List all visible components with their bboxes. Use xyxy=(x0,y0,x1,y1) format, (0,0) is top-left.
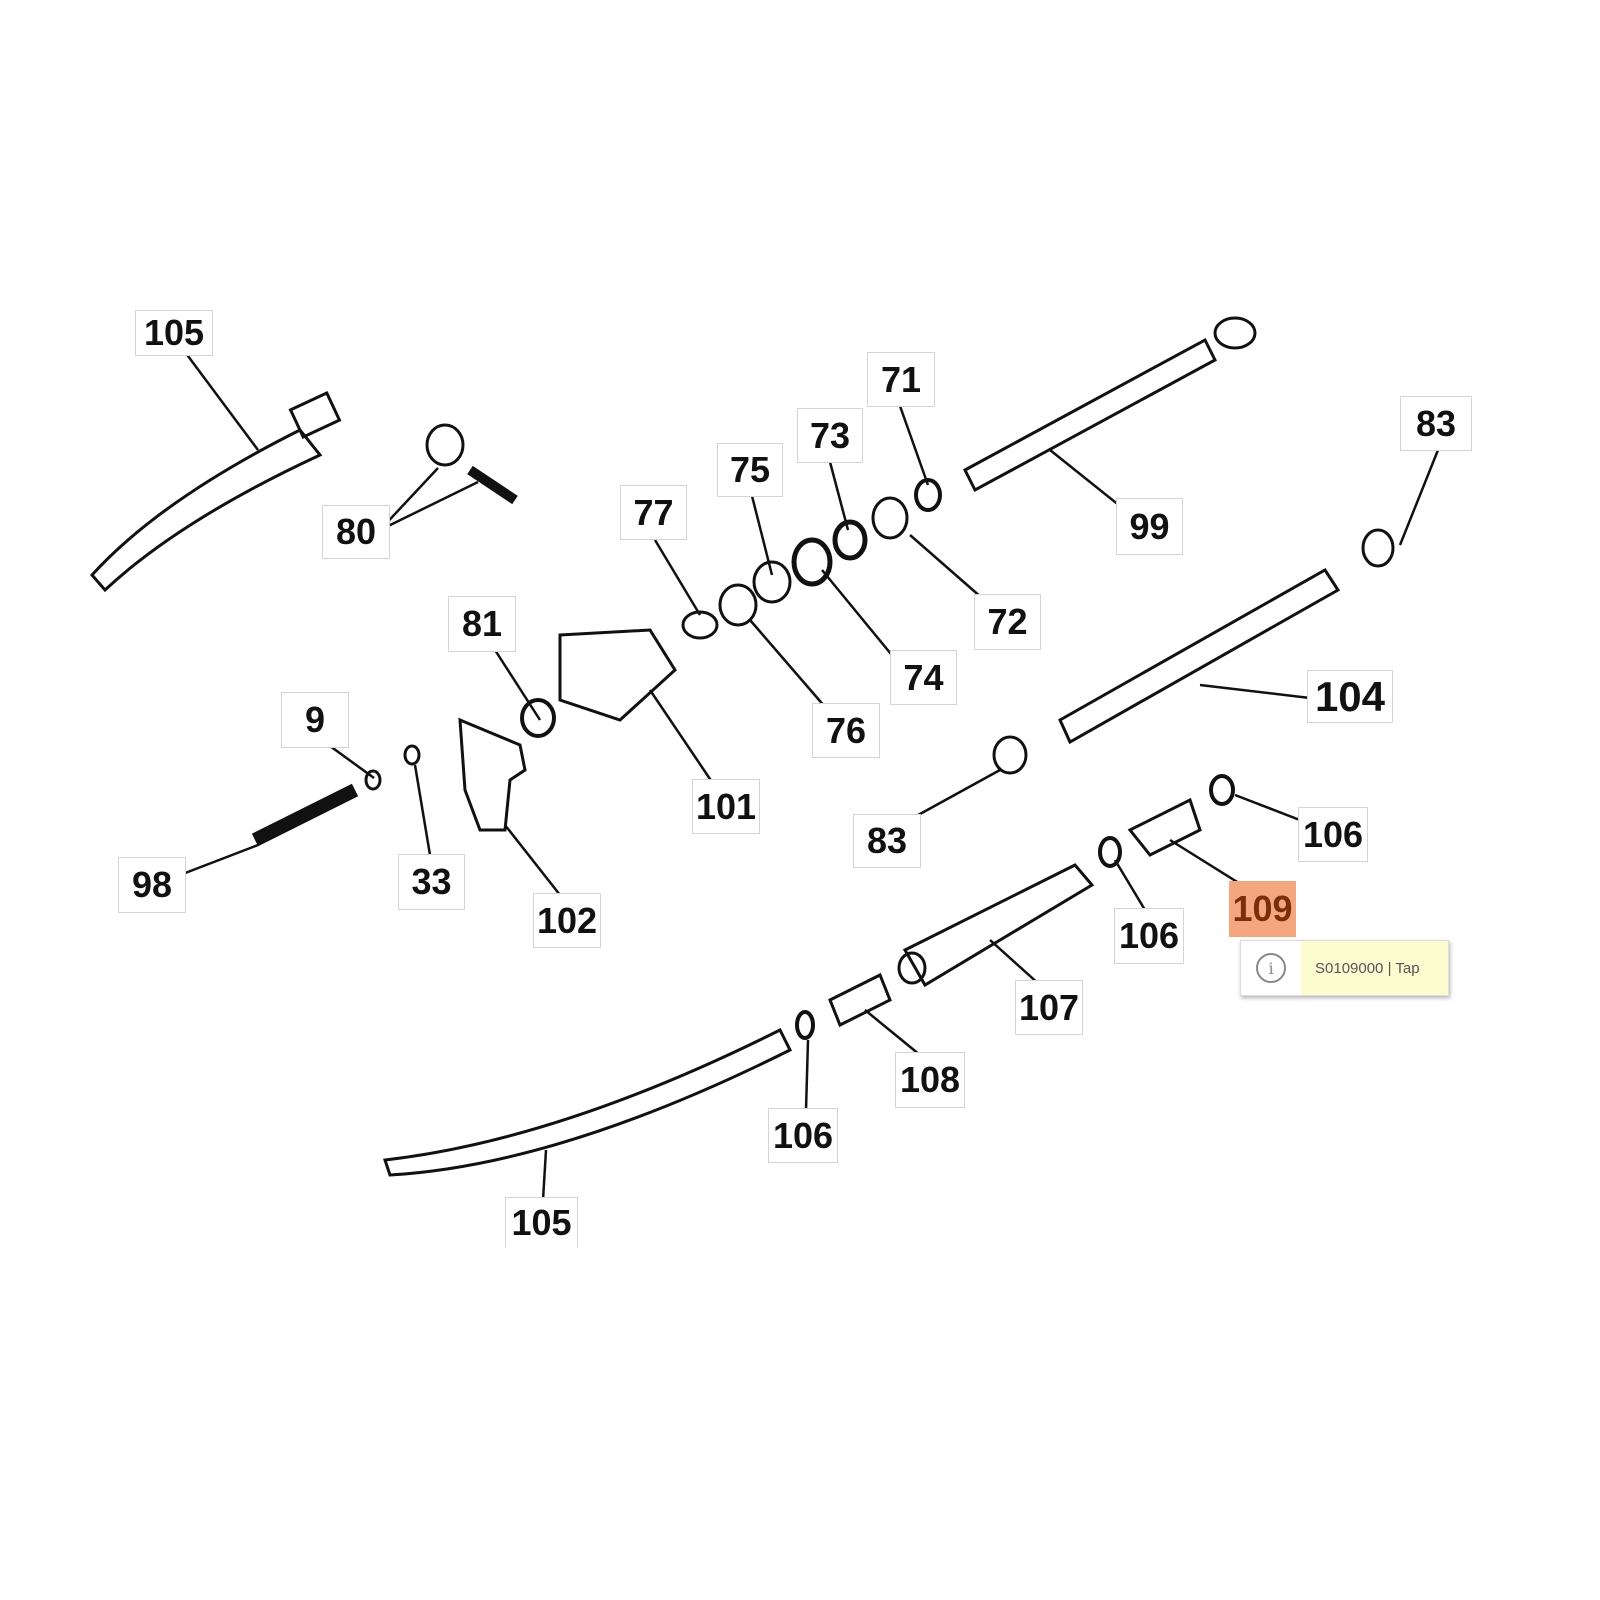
clamp-83-mid xyxy=(992,735,1028,775)
callout-81[interactable]: 81 xyxy=(448,596,516,652)
callout-99[interactable]: 99 xyxy=(1116,498,1183,555)
callout-101[interactable]: 101 xyxy=(692,779,760,834)
callout-33[interactable]: 33 xyxy=(398,854,465,910)
callout-73[interactable]: 73 xyxy=(797,408,863,463)
callout-108[interactable]: 108 xyxy=(895,1052,965,1108)
callout-106-right[interactable]: 106 xyxy=(1298,807,1368,862)
hose-105-top xyxy=(89,428,323,593)
tube-104 xyxy=(1058,567,1341,745)
fitting-80a xyxy=(425,423,465,467)
fitting-80b xyxy=(467,465,518,505)
info-icon: i xyxy=(1241,941,1301,995)
callout-98[interactable]: 98 xyxy=(118,857,186,913)
tap-109 xyxy=(1127,797,1202,857)
nut-108 xyxy=(828,972,892,1028)
rod-99 xyxy=(963,337,1217,493)
gear-81 xyxy=(520,698,556,738)
callout-107[interactable]: 107 xyxy=(1015,980,1083,1035)
callout-72[interactable]: 72 xyxy=(974,594,1041,650)
hose-fitting xyxy=(288,390,342,440)
part-tooltip: i S0109000 | Tap xyxy=(1240,940,1449,996)
callout-102[interactable]: 102 xyxy=(533,893,601,948)
callout-106-bottom[interactable]: 106 xyxy=(768,1108,838,1163)
bracket-102 xyxy=(458,717,527,832)
tooltip-text: S0109000 | Tap xyxy=(1301,941,1448,995)
callout-104[interactable]: 104 xyxy=(1307,670,1393,723)
callout-105-top[interactable]: 105 xyxy=(135,310,213,356)
parts xyxy=(89,316,1395,1177)
callout-80[interactable]: 80 xyxy=(322,505,390,559)
callout-105-bottom[interactable]: 105 xyxy=(505,1197,578,1247)
pipe-107 xyxy=(902,863,1095,988)
callout-83-mid[interactable]: 83 xyxy=(853,814,921,868)
callout-83-right[interactable]: 83 xyxy=(1400,396,1472,451)
callout-109-highlighted[interactable]: 109 xyxy=(1229,881,1296,937)
callout-71[interactable]: 71 xyxy=(867,352,935,407)
callout-74[interactable]: 74 xyxy=(890,650,957,705)
callout-106-mid[interactable]: 106 xyxy=(1114,908,1184,964)
clamp-83-right xyxy=(1361,528,1395,568)
callout-77[interactable]: 77 xyxy=(620,485,687,540)
body-101 xyxy=(558,628,677,722)
hose-105-bottom xyxy=(382,1027,793,1177)
callout-75[interactable]: 75 xyxy=(717,443,783,497)
callout-76[interactable]: 76 xyxy=(812,703,880,758)
leader-lines xyxy=(179,351,1440,1201)
bolt-98 xyxy=(251,783,359,847)
callout-9[interactable]: 9 xyxy=(281,692,349,748)
